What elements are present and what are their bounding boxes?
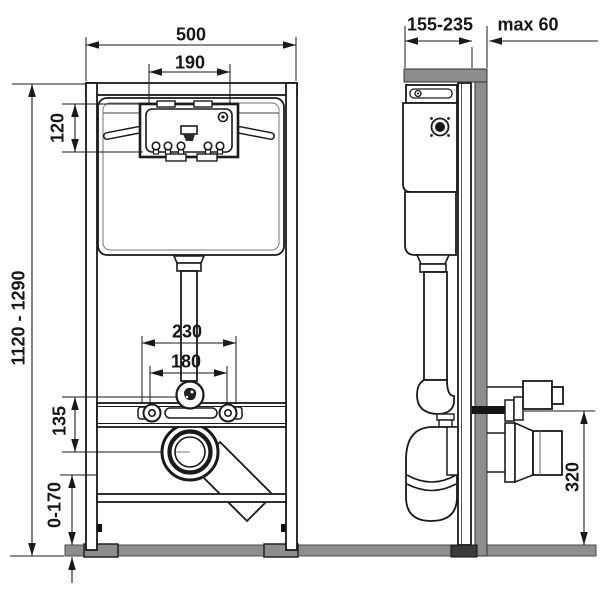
flush-valve-icon <box>180 125 198 141</box>
drain-outlet-front <box>160 422 220 482</box>
frame-foot-side <box>450 544 478 558</box>
threaded-rod <box>472 406 506 414</box>
cistern-side-levers <box>103 126 275 140</box>
panel-fixing-holes <box>151 141 225 155</box>
dim-label-max-wall-finish: max 60 <box>497 14 559 35</box>
dim-135-lines <box>62 396 176 453</box>
dim-500-lines <box>85 37 297 81</box>
frame-leg-right <box>285 82 298 551</box>
dim-190-lines <box>148 64 231 103</box>
panel-tab <box>193 100 213 108</box>
floor-slab <box>10 544 597 557</box>
dim-120-lines <box>62 103 143 153</box>
dim-230-lines <box>141 336 237 404</box>
dim-label-outer-fixing-spacing: 230 <box>171 321 203 342</box>
dim-label-bolt-spacing: 180 <box>170 351 202 372</box>
cistern-side <box>402 84 458 256</box>
access-panel <box>138 100 240 162</box>
frame-leg-left <box>85 82 98 551</box>
dimension-lines <box>12 26 598 583</box>
lower-support-rail <box>96 493 287 503</box>
dim-label-frame-height-range: 1120 - 1290 <box>8 270 29 366</box>
dim-height-lines <box>12 83 86 556</box>
frame-side-view <box>402 68 564 558</box>
dim-320-lines <box>524 410 595 545</box>
flush-pipe-connector <box>175 380 205 410</box>
drain-elbow-side <box>405 426 460 522</box>
dim-label-outlet-height: 320 <box>562 461 583 493</box>
panel-tab <box>196 153 218 162</box>
leg-hole-left <box>97 524 102 532</box>
dim-label-access-panel-height: 120 <box>47 112 68 144</box>
flush-connector <box>472 380 564 422</box>
drain-connector <box>487 421 563 484</box>
frame-leg-side <box>457 82 472 546</box>
wc-fixing-bolt-left <box>142 403 162 423</box>
dim-label-flush-to-outlet-drop: 135 <box>49 405 70 437</box>
dim-depth-lines <box>404 26 598 68</box>
flush-unit-knob <box>430 117 450 137</box>
panel-tab <box>165 153 187 162</box>
dim-180-lines <box>149 366 228 404</box>
dim-label-depth-range: 155-235 <box>406 14 474 35</box>
dim-label-overall-width: 500 <box>175 24 207 45</box>
frame-front-view <box>83 82 299 558</box>
leg-hole-right <box>281 524 286 532</box>
flush-downpipe-side <box>415 254 455 428</box>
top-wall-bracket <box>403 68 488 83</box>
dim-label-foot-adjustment-range: 0-170 <box>44 481 65 529</box>
dim-label-access-panel-width: 190 <box>174 52 206 73</box>
wall-panel <box>474 81 488 557</box>
frame-top-beam <box>85 82 298 96</box>
dim-0-170-lines <box>60 474 97 583</box>
wc-fixing-bolt-right <box>218 403 238 423</box>
panel-tab <box>156 100 176 108</box>
